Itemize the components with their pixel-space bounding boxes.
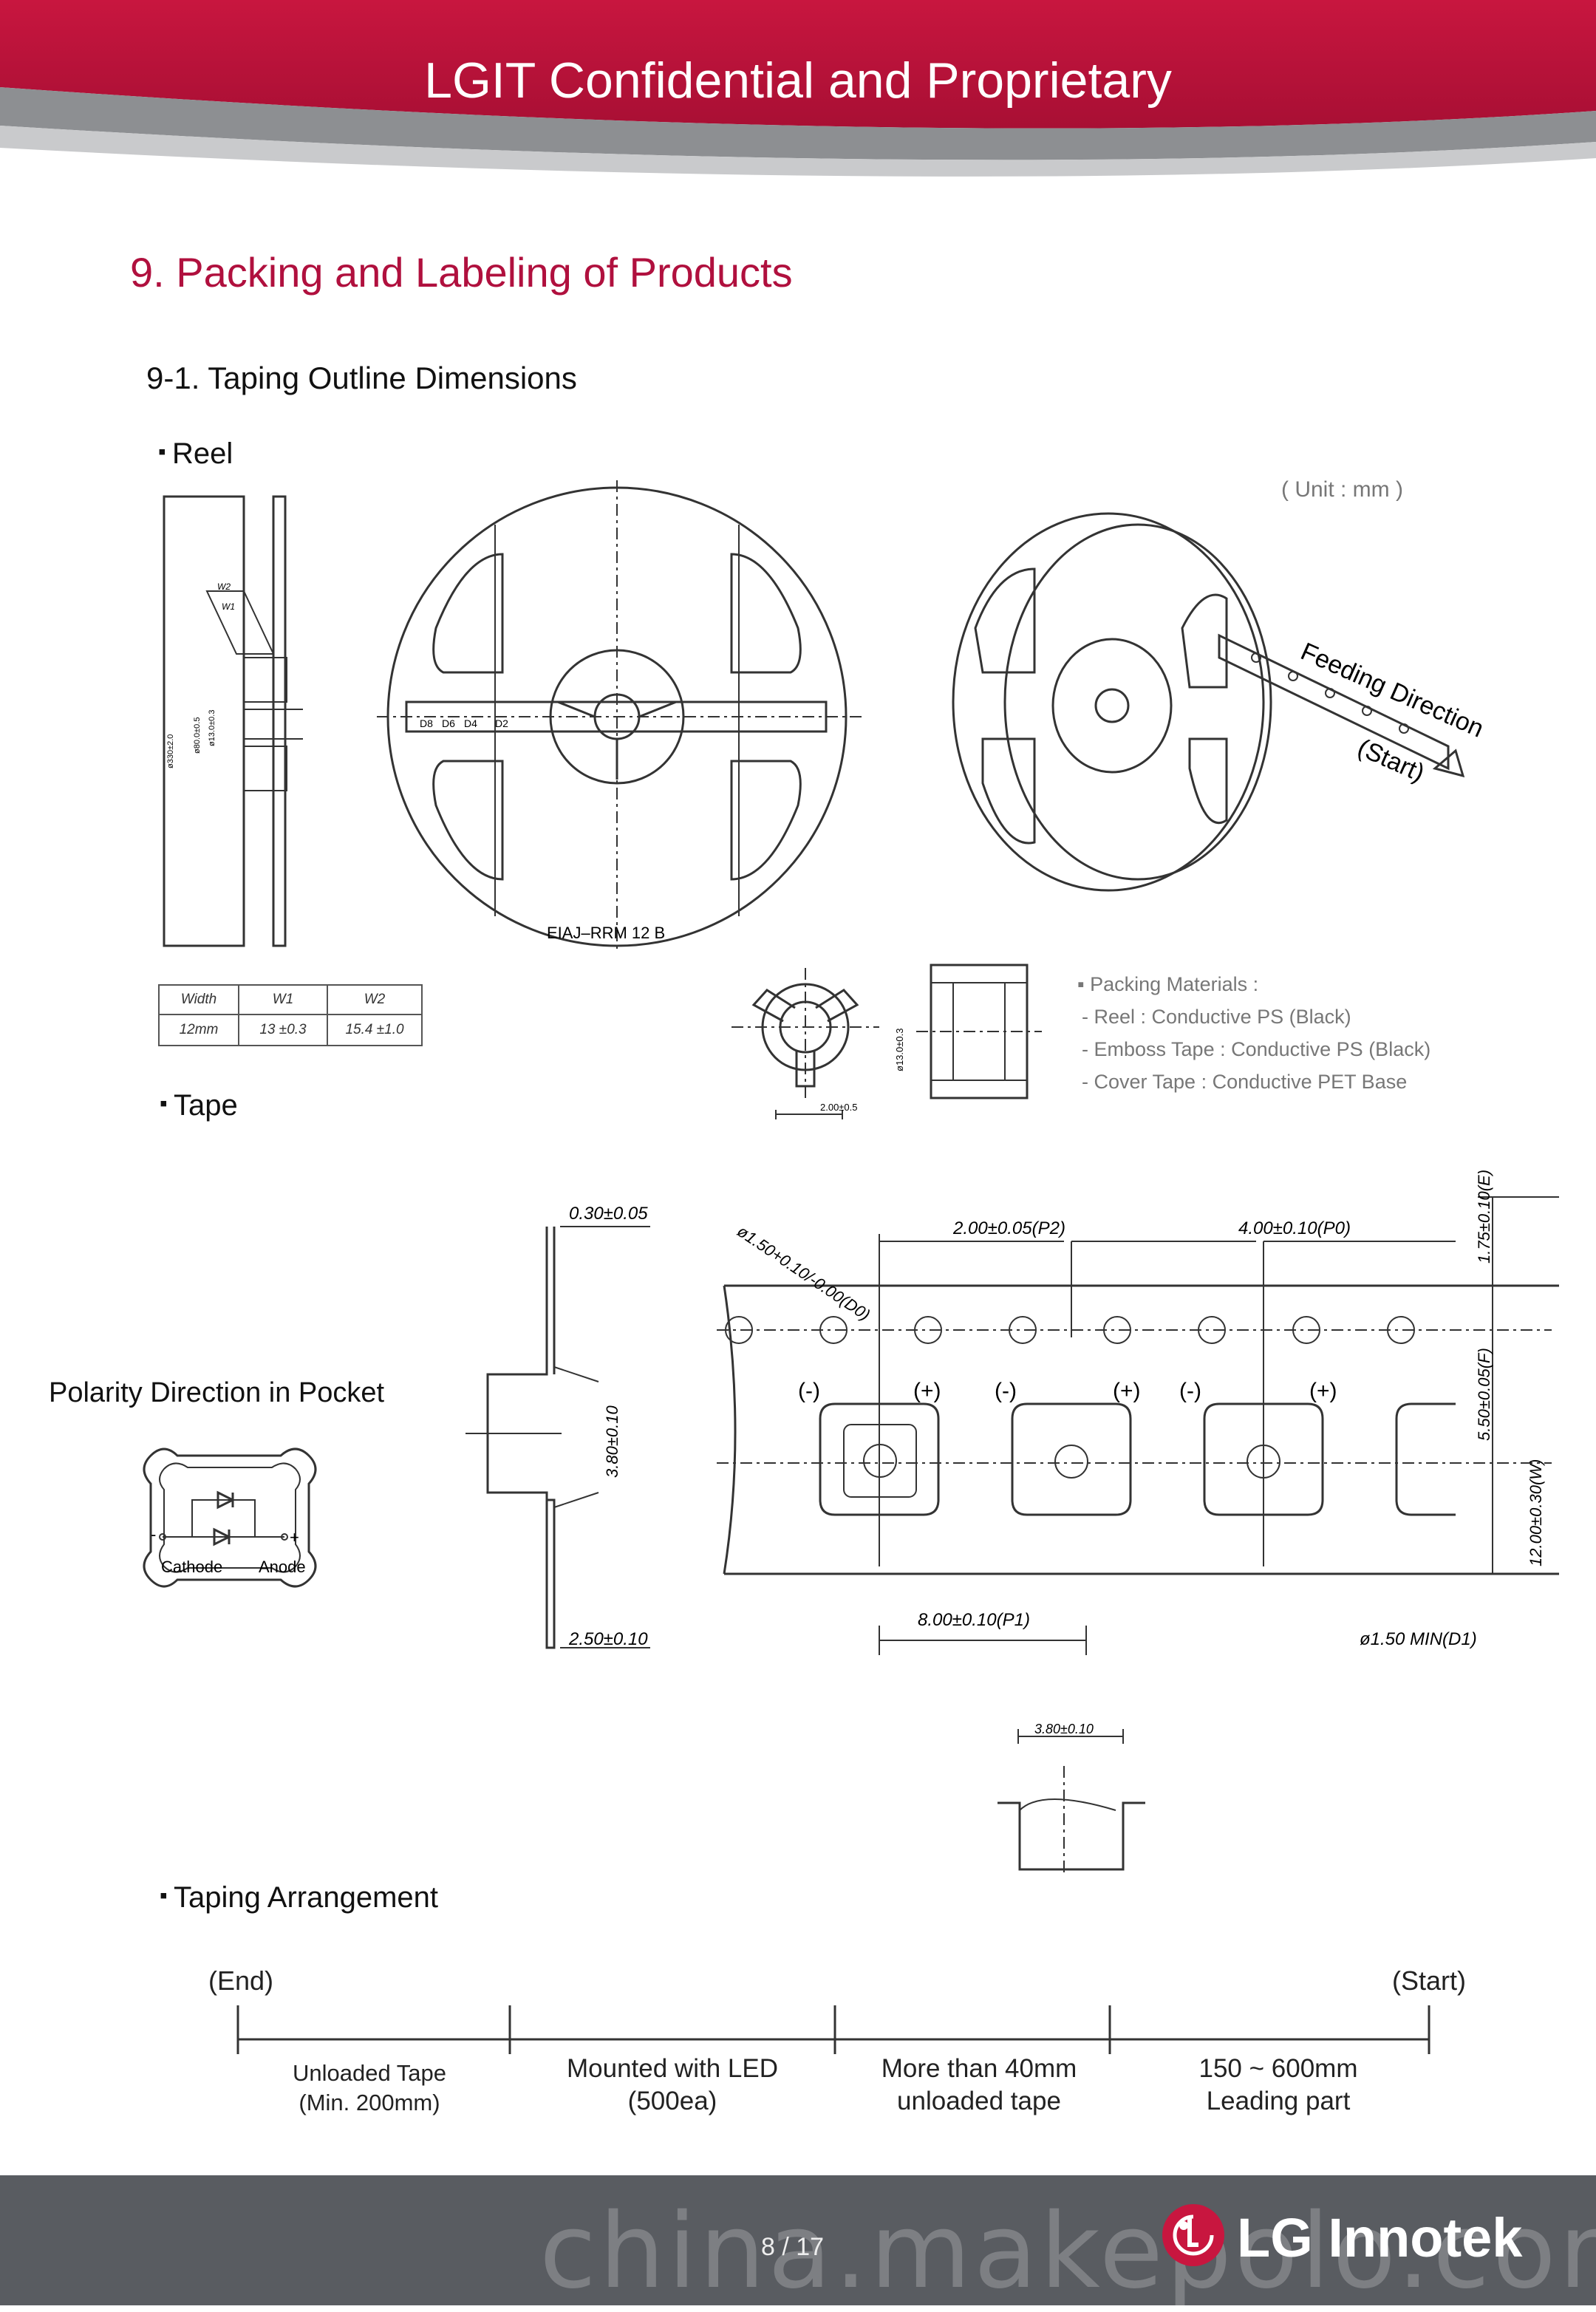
hub-diameter-label: ø13.0±0.3 bbox=[894, 1029, 905, 1071]
table-header-w2: W2 bbox=[327, 984, 423, 1015]
arrangement-segment-unloaded: Unloaded Tape (Min. 200mm) bbox=[244, 2059, 495, 2118]
dim-f: 5.50±0.05(F) bbox=[1475, 1348, 1493, 1441]
sprocket-holes bbox=[725, 1316, 1415, 1344]
table-header-width: Width bbox=[158, 984, 239, 1015]
polarity-mark: (+) bbox=[1113, 1379, 1141, 1403]
polarity-pocket-diagram: - + Cathode Anode bbox=[143, 1447, 317, 1588]
packing-material-item: - Cover Tape : Conductive PET Base bbox=[1082, 1071, 1408, 1093]
tape-pockets bbox=[819, 1402, 1456, 1516]
segment-line: 150 ~ 600mm bbox=[1198, 2054, 1358, 2083]
dim-p2: 2.00±0.05(P2) bbox=[952, 1218, 1065, 1238]
reel-heading: Reel bbox=[158, 437, 233, 471]
side-label-d1: ø330±2.0 bbox=[166, 734, 175, 768]
packing-material-item: - Emboss Tape : Conductive PS (Black) bbox=[1082, 1038, 1431, 1060]
reel-front-view: D8 D6 D4 D2 EIAJ–RRM 12 B bbox=[377, 480, 864, 953]
slot-width-label: 2.00±0.5 bbox=[820, 1102, 858, 1113]
page-number: 8 / 17 bbox=[761, 2233, 825, 2261]
table-cell: 12mm bbox=[158, 1014, 239, 1046]
pocket-detail-drawing: 3.80±0.10 bbox=[998, 1722, 1145, 1877]
hub-label-d6: D6 bbox=[442, 717, 455, 729]
polarity-mark: (-) bbox=[1179, 1379, 1201, 1403]
side-label-w1: W1 bbox=[222, 601, 235, 612]
dim-d1: ø1.50 MIN(D1) bbox=[1360, 1629, 1477, 1649]
polarity-mark: (+) bbox=[913, 1379, 941, 1403]
segment-line: (Min. 200mm) bbox=[299, 2090, 440, 2115]
hub-label-d8: D8 bbox=[420, 717, 433, 729]
header-title: LGIT Confidential and Proprietary bbox=[424, 52, 1172, 109]
side-label-d2: ø80.0±0.5 bbox=[193, 717, 202, 754]
side-label-w2: W2 bbox=[217, 582, 231, 592]
tape-cross-section: 0.30±0.05 3.80±0.10 2.50±0.10 bbox=[466, 1204, 650, 1649]
segment-line: unloaded tape bbox=[897, 2087, 1061, 2115]
reel-model-label: EIAJ–RRM 12 B bbox=[547, 924, 665, 942]
segment-line: Leading part bbox=[1206, 2087, 1351, 2115]
arrangement-segment-mounted: Mounted with LED (500ea) bbox=[517, 2053, 828, 2118]
reel-perspective-view: Feeding Direction (Start) bbox=[952, 512, 1485, 892]
arrangement-start-label: (Start) bbox=[1392, 1965, 1467, 1996]
segment-line: Mounted with LED bbox=[567, 2054, 778, 2083]
polarity-mark: (-) bbox=[995, 1379, 1017, 1403]
dim-cover-thickness: 0.30±0.05 bbox=[569, 1204, 648, 1224]
cathode-label: Cathode bbox=[161, 1558, 222, 1576]
anode-label: Anode bbox=[259, 1558, 306, 1576]
dim-w: 12.00±0.30(W) bbox=[1527, 1459, 1545, 1566]
reel-dimension-table: Width W1 W2 12mm 13 ±0.3 15.4 ±1.0 bbox=[158, 984, 423, 1046]
segment-line: Unloaded Tape bbox=[293, 2060, 446, 2086]
polarity-mark: (-) bbox=[798, 1379, 820, 1403]
arrangement-end-label: (End) bbox=[208, 1965, 274, 1996]
hub-label-d4: D4 bbox=[464, 717, 477, 729]
dim-total-thickness: 2.50±0.10 bbox=[568, 1629, 648, 1649]
table-header-w1: W1 bbox=[238, 984, 328, 1015]
arrangement-heading: Taping Arrangement bbox=[160, 1881, 438, 1914]
dim-pocket-depth: 3.80±0.10 bbox=[603, 1405, 621, 1478]
hub-detail-drawing: 2.00±0.5 ø13.0±0.3 bbox=[732, 964, 1042, 1119]
dim-pocket-width: 3.80±0.10 bbox=[1034, 1722, 1094, 1736]
reel-side-view: W2 W1 ø330±2.0 ø80.0±0.5 ø13.0±0.3 bbox=[163, 495, 303, 947]
footer-bar bbox=[0, 2175, 1596, 2305]
polarity-mark: (+) bbox=[1309, 1379, 1337, 1403]
polarity-title: Polarity Direction in Pocket bbox=[49, 1377, 385, 1408]
dim-sprocket-diameter: ø1.50+0.10/-0.00(D0) bbox=[734, 1221, 873, 1324]
dim-p1: 8.00±0.10(P1) bbox=[918, 1610, 1030, 1630]
brand-name: LG Innotek bbox=[1237, 2207, 1523, 2268]
segment-line: More than 40mm bbox=[881, 2054, 1077, 2083]
feeding-direction-label: Feeding Direction bbox=[1297, 638, 1485, 743]
arrangement-segment-unloaded-40: More than 40mm unloaded tape bbox=[842, 2053, 1116, 2118]
dim-e: 1.75±0.10(E) bbox=[1475, 1170, 1493, 1264]
packing-materials-title: Packing Materials : bbox=[1077, 968, 1430, 1000]
unit-note: ( Unit : mm ) bbox=[1281, 477, 1403, 502]
hub-label-d2: D2 bbox=[495, 717, 508, 729]
arrangement-timeline bbox=[236, 2005, 1430, 2054]
header-banner bbox=[0, 0, 1596, 177]
watermark: china.makepolo.com bbox=[539, 2192, 1596, 2312]
dim-p0: 4.00±0.10(P0) bbox=[1238, 1218, 1351, 1238]
lg-logo-icon bbox=[1162, 2204, 1224, 2266]
segment-line: (500ea) bbox=[627, 2087, 717, 2115]
table-cell: 15.4 ±1.0 bbox=[327, 1014, 423, 1046]
section-title: 9. Packing and Labeling of Products bbox=[130, 249, 793, 296]
subsection-title: 9-1. Taping Outline Dimensions bbox=[146, 361, 577, 395]
table-cell: 13 ±0.3 bbox=[238, 1014, 328, 1046]
side-label-d3: ø13.0±0.3 bbox=[208, 710, 216, 746]
arrangement-segment-leading: 150 ~ 600mm Leading part bbox=[1130, 2053, 1426, 2118]
tape-top-view: ø1.50+0.10/-0.00(D0) 2.00±0.05(P2) 4.00±… bbox=[717, 1170, 1559, 1655]
packing-material-item: - Reel : Conductive PS (Black) bbox=[1082, 1006, 1351, 1028]
packing-materials: Packing Materials : - Reel : Conductive … bbox=[1077, 968, 1430, 1098]
cathode-sign: - bbox=[151, 1525, 156, 1544]
tape-heading: Tape bbox=[160, 1089, 238, 1122]
anode-sign: + bbox=[290, 1528, 299, 1547]
